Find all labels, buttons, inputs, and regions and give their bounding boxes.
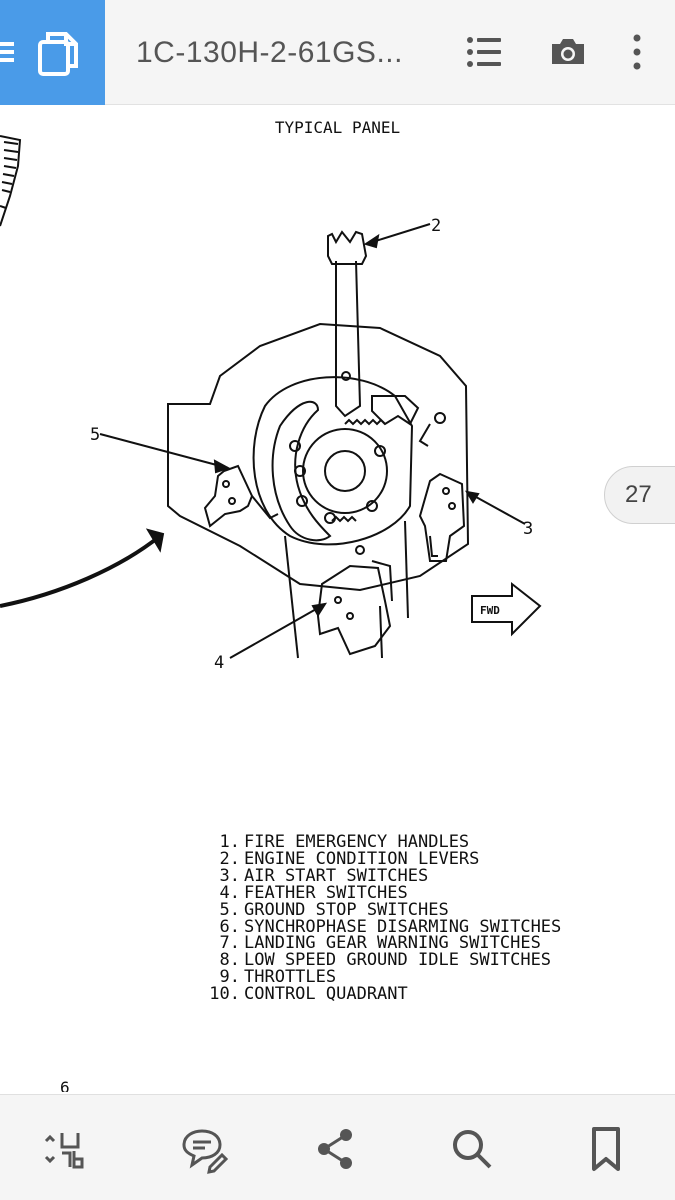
camera-icon (552, 39, 584, 64)
callout-2: 2 (431, 216, 441, 236)
slot-plate (271, 400, 332, 542)
document-icon (0, 32, 78, 76)
document-title: 1C-130H-2-61GS... (136, 36, 403, 69)
page-number: 27 (625, 481, 652, 508)
ground-stop-switch (203, 464, 254, 528)
curved-arrow (0, 534, 162, 608)
more-vertical-icon (633, 34, 641, 70)
bookmark-button[interactable] (580, 1123, 632, 1175)
air-start-switch (418, 472, 466, 562)
fwd-arrow (471, 581, 542, 637)
legend-item: 4.FEATHER SWITCHES (219, 882, 408, 903)
bookmark-icon (592, 1127, 620, 1171)
document-page[interactable]: TYPICAL PANEL (0, 106, 675, 1092)
legend-item: 5.GROUND STOP SWITCHES (219, 899, 449, 920)
legend-item: 2.ENGINE CONDITION LEVERS (219, 848, 480, 869)
search-button[interactable] (446, 1123, 498, 1175)
outline-button[interactable] (462, 30, 506, 74)
page-footer-number: 6 (60, 1078, 70, 1092)
callout-3: 3 (523, 519, 533, 539)
hub (302, 428, 388, 514)
comment-edit-icon (182, 1129, 228, 1174)
technical-drawing: 2 5 3 4 FWD (0, 135, 542, 673)
documents-button[interactable] (0, 0, 105, 105)
legend-item: 3.AIR START SWITCHES (219, 865, 429, 886)
fwd-label: FWD (480, 604, 500, 617)
spring (344, 418, 386, 426)
more-options-button[interactable] (615, 30, 659, 74)
callout-5: 5 (90, 425, 100, 445)
legend-item: 10.CONTROL QUADRANT (209, 984, 408, 1005)
legend-item: 7.LANDING GEAR WARNING SWITCHES (219, 933, 541, 954)
panel-outline (167, 322, 470, 592)
annotate-button[interactable] (176, 1123, 228, 1175)
screenshot-button[interactable] (546, 30, 590, 74)
page-indicator[interactable]: 27 (604, 466, 675, 524)
legend-item: 8.LOW SPEED GROUND IDLE SWITCHES (219, 950, 552, 971)
condition-lever (335, 260, 362, 418)
legend-item: 6.SYNCHROPHASE DISARMING SWITCHES (219, 916, 562, 937)
legend-list: 1.FIRE EMERGENCY HANDLES 2.ENGINE CONDIT… (202, 834, 561, 1003)
outline-list-icon (467, 37, 501, 67)
panel-title: TYPICAL PANEL (274, 118, 401, 137)
reflow-mode-icon (44, 1133, 84, 1169)
legend-item: 1.FIRE EMERGENCY HANDLES (219, 832, 470, 852)
legend-item: 9.THROTTLES (219, 967, 337, 988)
callout-4: 4 (214, 653, 224, 673)
search-icon (453, 1130, 492, 1169)
share-icon (318, 1129, 352, 1169)
app-bar: 1C-130H-2-61GS... (0, 0, 675, 105)
reflow-button[interactable] (40, 1123, 92, 1175)
bottom-toolbar (0, 1094, 675, 1200)
share-button[interactable] (310, 1123, 362, 1175)
adjacent-figure-fragment (0, 135, 22, 227)
dial-ring (252, 376, 414, 546)
lever-knob (327, 230, 368, 265)
feather-switch (316, 564, 392, 656)
